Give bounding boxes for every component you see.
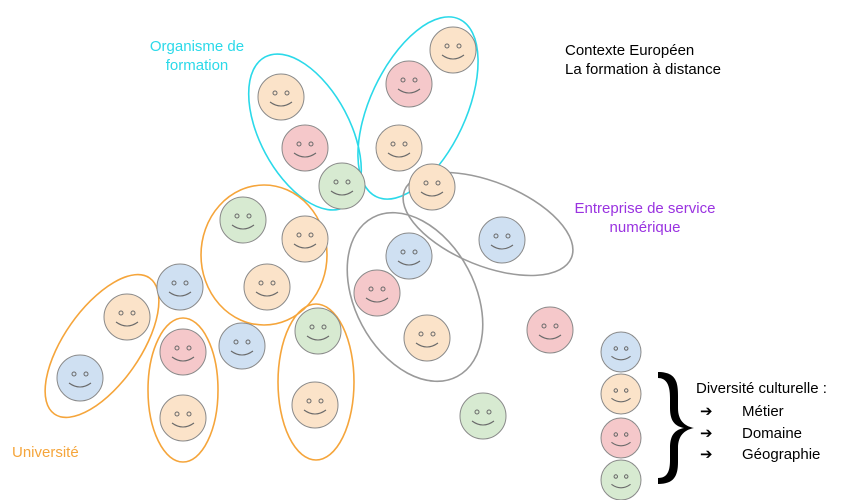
- arrow-right-icon: ➔: [700, 446, 713, 463]
- universite-label: Université: [12, 444, 79, 461]
- universite-group-right: [277, 303, 355, 461]
- smiley-face-icon: [291, 381, 339, 429]
- smiley-face-icon: [281, 215, 329, 263]
- smiley-face-icon: [243, 263, 291, 311]
- context-label-line1: Contexte Européen: [565, 42, 695, 59]
- diversity-item: ➔ Métier: [700, 401, 820, 423]
- smiley-face-icon: [219, 196, 267, 244]
- organisme-label-line1: Organisme de: [149, 38, 245, 55]
- entreprise-group-top: [402, 171, 574, 277]
- diversity-list: ➔ Métier ➔ Domaine ➔ Géographie: [700, 401, 820, 466]
- context-label: Contexte Européen La formation à distanc…: [565, 41, 721, 79]
- smiley-face-icon: [478, 216, 526, 264]
- smiley-face-icon: [353, 269, 401, 317]
- smiley-face-icon: [318, 162, 366, 210]
- smiley-face-icon: [526, 306, 574, 354]
- curly-brace-icon: [658, 372, 694, 484]
- smiley-face-icon: [459, 392, 507, 440]
- organisme-label: Organisme de formation: [122, 37, 272, 75]
- smiley-face-icon: [159, 394, 207, 442]
- smiley-face-icon: [408, 163, 456, 211]
- entreprise-group-bottom: [346, 211, 484, 383]
- smiley-face-icon: [403, 314, 451, 362]
- diversity-item-label: Domaine: [742, 424, 803, 442]
- smiley-face-icon: [429, 26, 477, 74]
- smiley-face-icon: [56, 354, 104, 402]
- entreprise-label-line1: Entreprise de service: [574, 200, 716, 217]
- smiley-face-icon: [600, 331, 642, 373]
- smiley-face-icon: [385, 232, 433, 280]
- smiley-face-icon: [218, 322, 266, 370]
- diversity-title: Diversité culturelle :: [696, 380, 827, 397]
- arrow-right-icon: ➔: [700, 424, 713, 442]
- diversity-item: ➔ Domaine: [700, 423, 820, 445]
- entreprise-label-line2: numérique: [609, 219, 681, 236]
- organisme-label-line2: formation: [165, 57, 229, 74]
- smiley-face-icon: [385, 60, 433, 108]
- context-label-line2: La formation à distance: [565, 61, 721, 78]
- smiley-face-icon: [375, 124, 423, 172]
- smiley-face-icon: [600, 459, 642, 500]
- smiley-face-icon: [159, 328, 207, 376]
- universite-group-center: [200, 184, 328, 326]
- smiley-face-icon: [294, 307, 342, 355]
- smiley-face-icon: [600, 373, 642, 415]
- universite-group-middle: [147, 317, 219, 463]
- diversity-item-label: Géographie: [742, 446, 821, 463]
- smiley-face-icon: [156, 263, 204, 311]
- faces-layer: [56, 26, 642, 500]
- universite-group-left: [44, 273, 160, 419]
- smiley-face-icon: [257, 73, 305, 121]
- smiley-face-icon: [281, 124, 329, 172]
- diversity-item: ➔ Géographie: [700, 444, 820, 466]
- smiley-face-icon: [103, 293, 151, 341]
- arrow-right-icon: ➔: [700, 403, 713, 420]
- smiley-face-icon: [600, 417, 642, 459]
- entreprise-label: Entreprise de service numérique: [545, 199, 745, 237]
- organisme-group-right: [357, 16, 479, 200]
- diversity-item-label: Métier: [742, 403, 784, 420]
